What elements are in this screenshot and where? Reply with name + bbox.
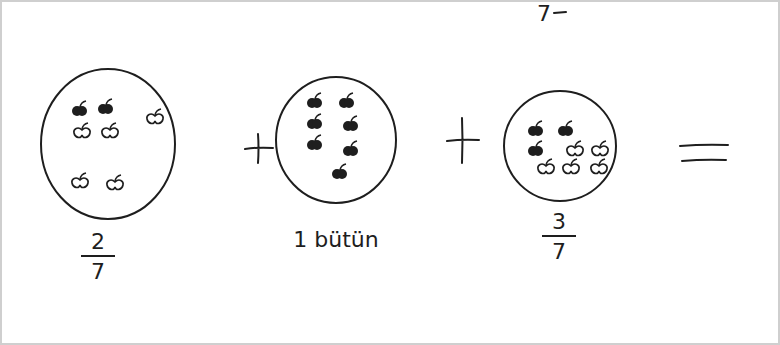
equals-sign <box>680 145 728 161</box>
caption-text: 2 <box>91 230 105 253</box>
cherries-third-set <box>528 121 608 173</box>
cherries-first-set <box>72 99 163 189</box>
set-circle: 1 bütün <box>275 76 397 204</box>
fraction-bar <box>542 235 576 237</box>
circle-outline <box>275 76 397 204</box>
cherries-second-set <box>307 93 358 179</box>
circle-outline <box>503 90 617 202</box>
caption-text: 1 bütün <box>293 228 378 251</box>
fraction-label: 27 <box>81 230 115 283</box>
fraction-label: 1 bütün <box>293 228 378 251</box>
plus-sign <box>447 118 479 163</box>
plus-sign <box>245 134 273 163</box>
caption-text: 7 <box>91 260 105 283</box>
set-circle: 27 <box>40 68 176 220</box>
caption-text: 7 <box>552 240 566 263</box>
caption-text: 3 <box>552 210 566 233</box>
fraction-bar <box>81 255 115 257</box>
note-text: 7 <box>537 3 551 25</box>
set-circle: 37 <box>503 90 617 202</box>
fraction-bar-fragment <box>554 12 566 13</box>
circle-outline <box>40 68 176 220</box>
fraction-label: 37 <box>542 210 576 263</box>
